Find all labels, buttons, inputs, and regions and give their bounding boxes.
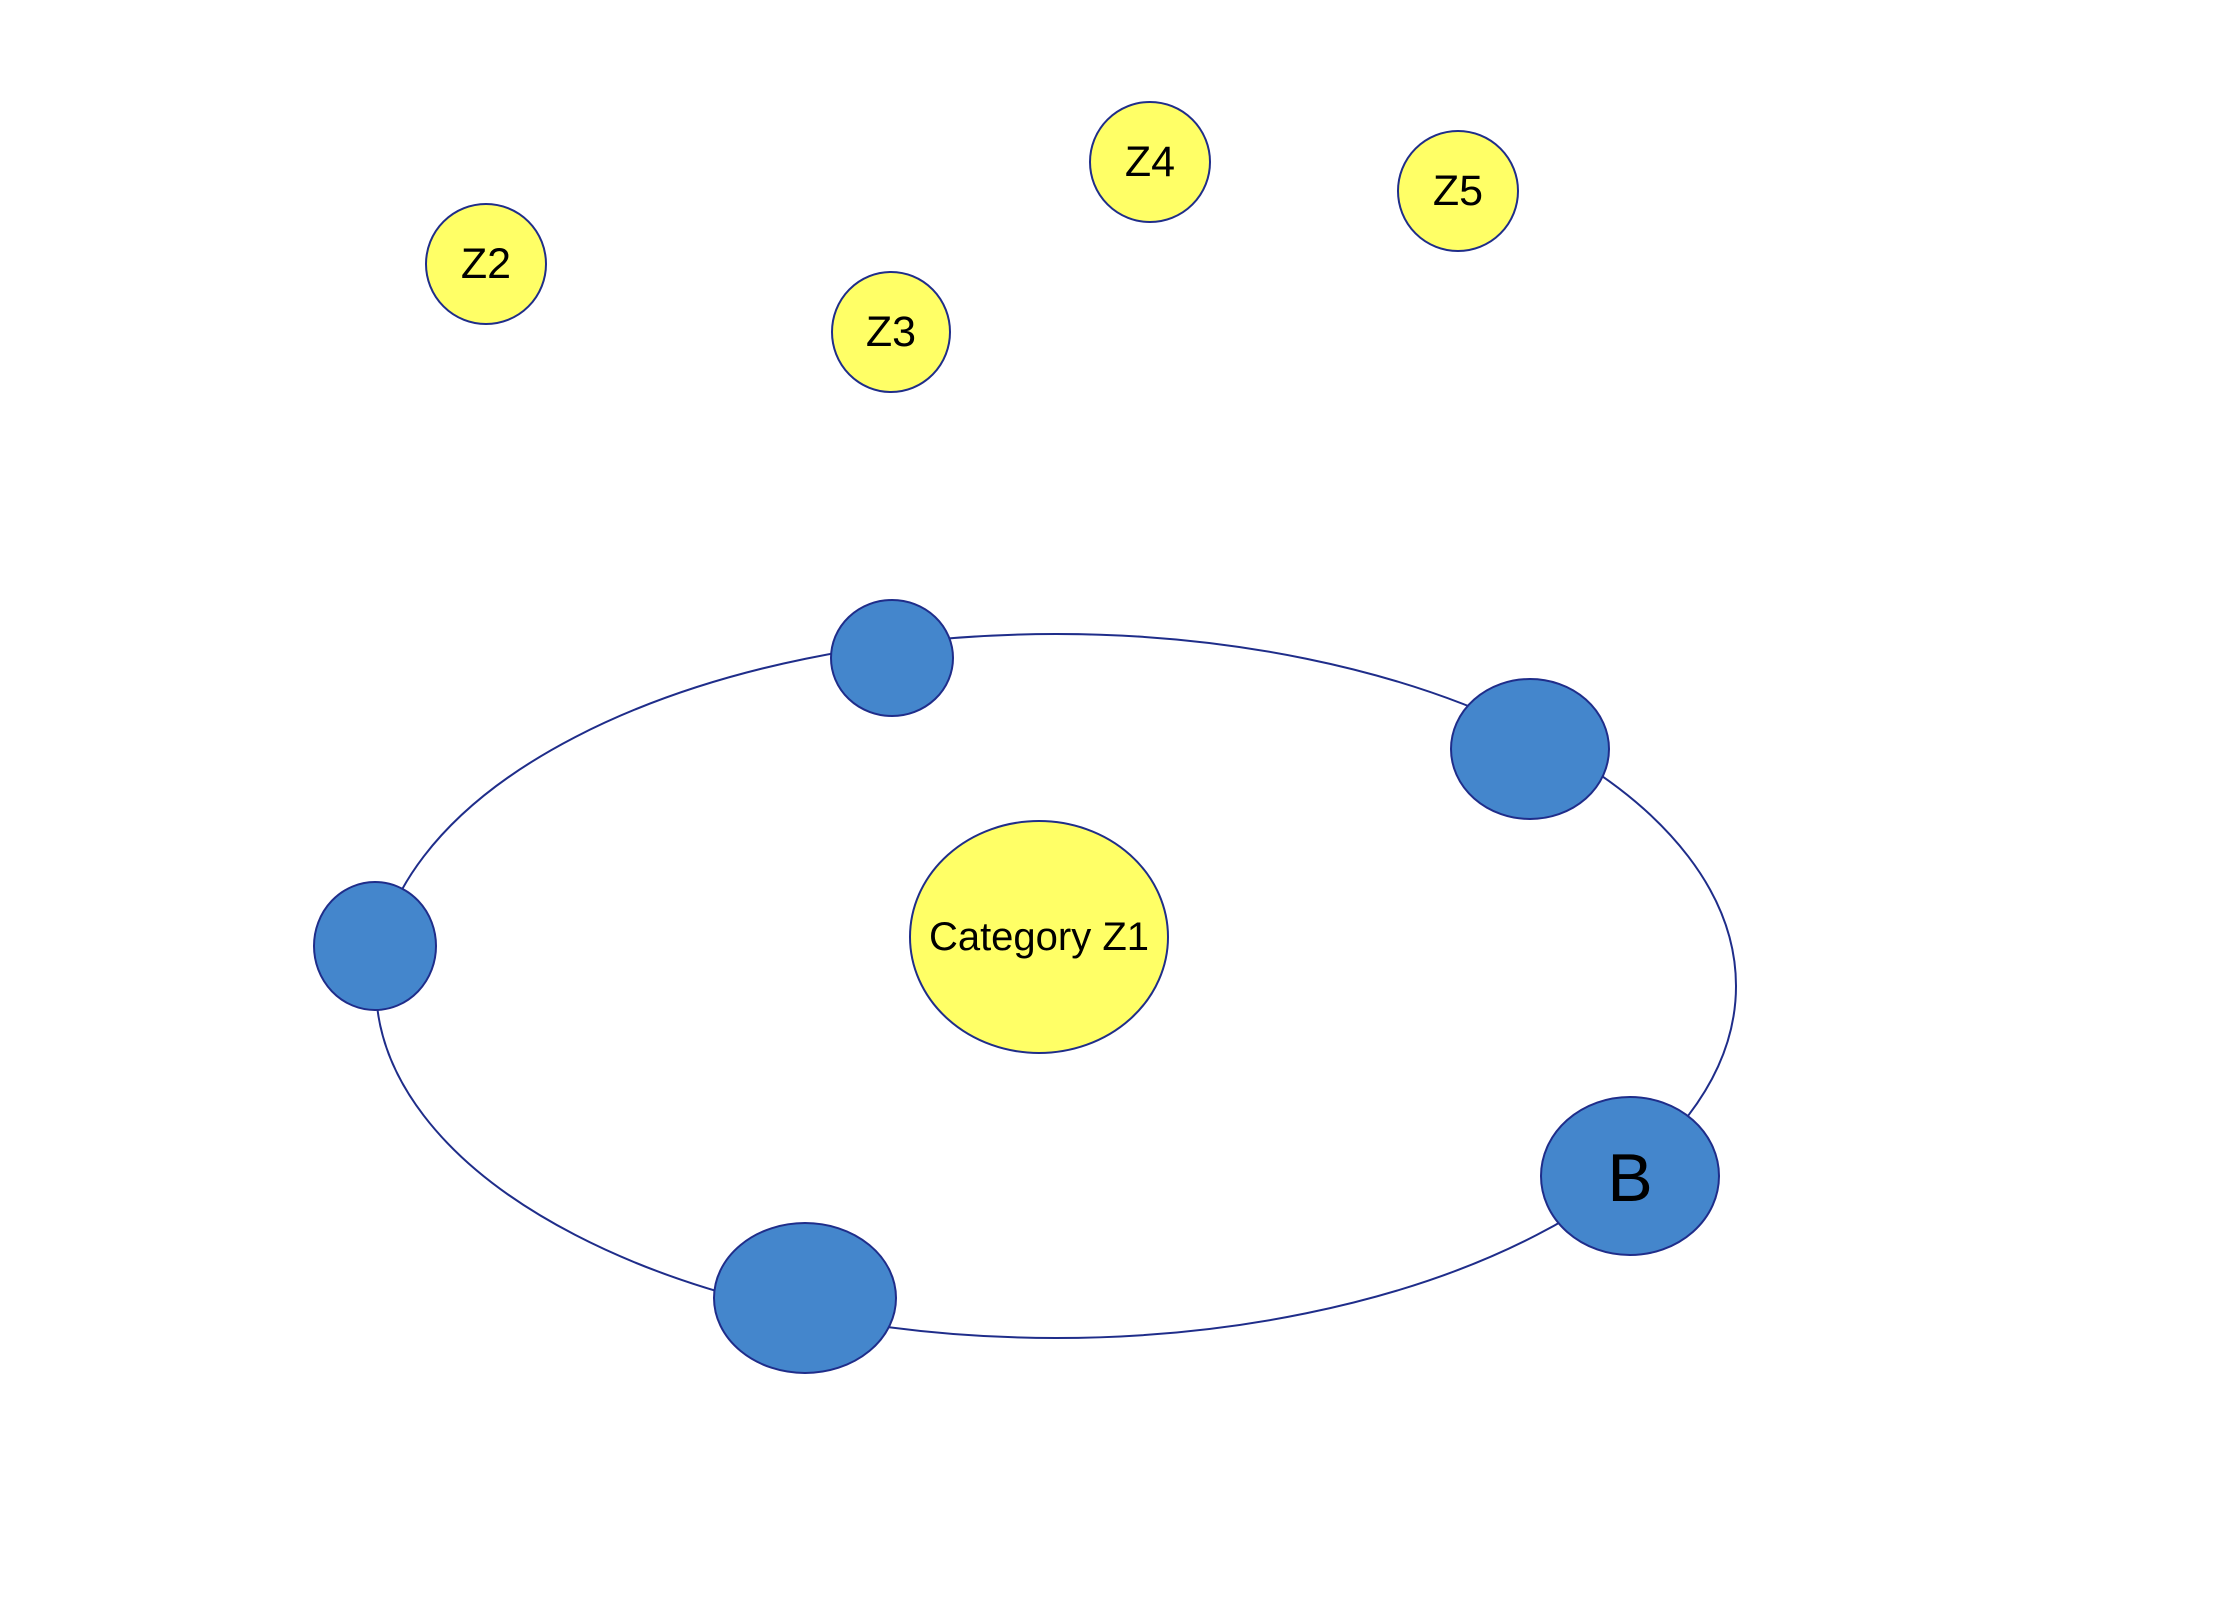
orbit-node-top-right-circle [1450,678,1610,820]
category-z3-label: Z3 [866,308,916,356]
orbit-node-bottom-right-label: B [1607,1140,1652,1216]
category-z4-label: Z4 [1125,138,1175,186]
category-z4-circle [1089,101,1211,223]
category-z3-circle [831,271,951,393]
orbit-node-bottom-circle [713,1222,897,1374]
orbit-node-bottom [713,1222,897,1374]
orbit-node-bottom-right-circle [1540,1096,1720,1256]
category-z5-label: Z5 [1433,167,1483,215]
category-z5-circle [1397,130,1519,252]
category-z1-node: Category Z1 [909,820,1169,1054]
category-z2-label: Z2 [461,240,511,288]
orbit-node-top-circle [830,599,954,717]
orbit-node-left-circle [313,881,437,1011]
category-z1-circle [909,820,1169,1054]
orbit-node-left [313,881,437,1011]
category-z2-circle [425,203,547,325]
category-z4-node: Z4 [1089,101,1211,223]
orbit-node-bottom-right: B [1540,1096,1720,1256]
category-z1-label: Category Z1 [929,915,1149,959]
category-z2-node: Z2 [425,203,547,325]
orbit-node-top-right [1450,678,1610,820]
category-z3-node: Z3 [831,271,951,393]
category-z5-node: Z5 [1397,130,1519,252]
orbit-node-top [830,599,954,717]
